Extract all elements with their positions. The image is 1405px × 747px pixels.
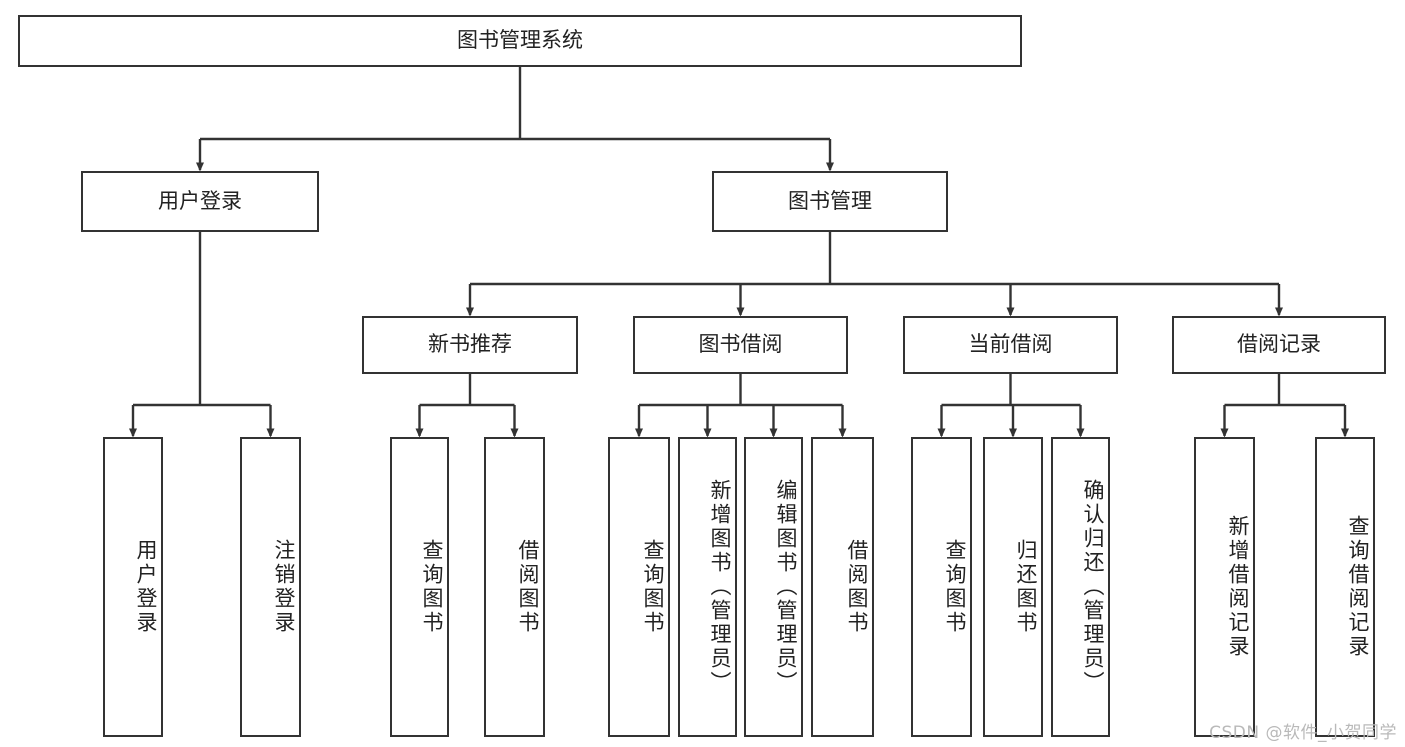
leaf-query-borrow-record[interactable]: 查询借阅记录 [1315, 437, 1375, 737]
node-new-book-recommend[interactable]: 新书推荐 [362, 316, 578, 374]
leaf-user-login[interactable]: 用户登录 [103, 437, 163, 737]
leaf-query-book-current[interactable]: 查询图书 [911, 437, 972, 737]
node-borrow-record[interactable]: 借阅记录 [1172, 316, 1386, 374]
leaf-confirm-return-admin[interactable]: 确认归还（管理员） [1051, 437, 1110, 737]
node-current-borrow[interactable]: 当前借阅 [903, 316, 1118, 374]
leaf-return-book[interactable]: 归还图书 [983, 437, 1043, 737]
leaf-add-book-admin[interactable]: 新增图书（管理员） [678, 437, 737, 737]
leaf-borrow-book[interactable]: 借阅图书 [811, 437, 874, 737]
node-book-manage[interactable]: 图书管理 [712, 171, 948, 232]
leaf-borrow-book-recommend[interactable]: 借阅图书 [484, 437, 545, 737]
leaf-add-borrow-record[interactable]: 新增借阅记录 [1194, 437, 1255, 737]
leaf-query-book-recommend[interactable]: 查询图书 [390, 437, 449, 737]
node-user-login[interactable]: 用户登录 [81, 171, 319, 232]
node-root[interactable]: 图书管理系统 [18, 15, 1022, 67]
leaf-logout-login[interactable]: 注销登录 [240, 437, 301, 737]
watermark-label: CSDN @软件_小贺同学 [1209, 723, 1397, 743]
leaf-query-book-borrow[interactable]: 查询图书 [608, 437, 670, 737]
node-book-borrow[interactable]: 图书借阅 [633, 316, 848, 374]
leaf-edit-book-admin[interactable]: 编辑图书（管理员） [744, 437, 803, 737]
